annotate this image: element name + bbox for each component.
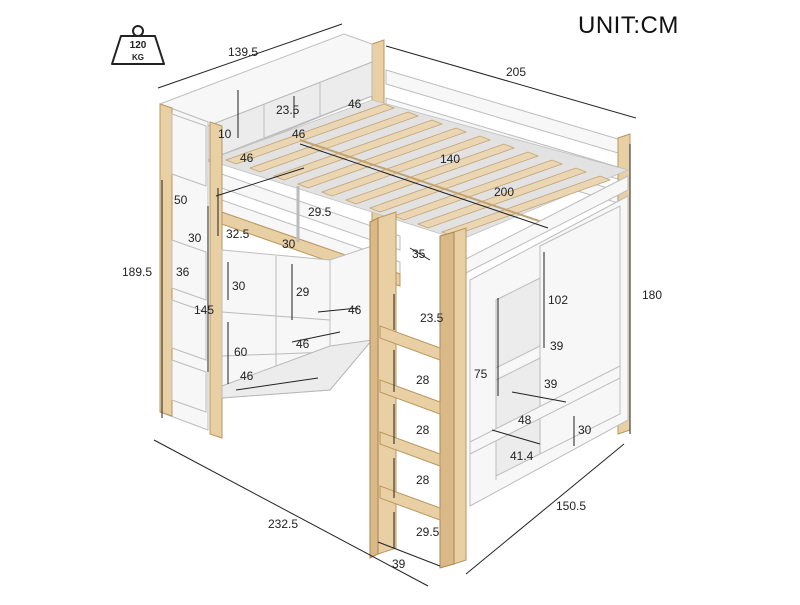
dim-right-height: 180 [642,288,662,302]
dim-desk-41-4: 41.4 [510,449,534,463]
dim-top-shelf-width: 139.5 [228,45,258,59]
dim-total-height: 189.5 [122,265,152,279]
dim-cube-29: 29 [296,285,310,299]
dim-cube-46-d: 46 [296,337,310,351]
dim-desk-48: 48 [518,413,532,427]
dim-shelf-30-b: 30 [282,237,296,251]
dim-shelf-top-right: 46 [348,97,362,111]
dim-shelf-46-b: 46 [240,151,254,165]
dim-side-50: 50 [174,193,188,207]
dim-under-height: 145 [194,303,214,317]
bed-illustration [159,33,631,569]
dim-desk-75: 75 [474,367,488,381]
dim-total-depth: 150.5 [556,499,586,513]
dim-shelf-depth-10: 10 [218,127,232,141]
dim-step-28-c: 28 [416,473,430,487]
dim-shelf-small: 23.5 [276,103,300,117]
dimension-labels: 139.5 205 23.5 46 10 46 46 140 200 50 29… [122,45,662,571]
dim-desk-102: 102 [548,293,568,307]
front-right-post [453,227,467,565]
ladder [369,211,441,559]
dim-desk-39-b: 39 [544,377,558,391]
weight-unit: KG [132,53,144,62]
dim-shelf-46-a: 46 [292,127,306,141]
dim-bed-length-inner: 200 [494,185,514,199]
dim-step-28-a: 28 [416,373,430,387]
dim-cube-46-e: 46 [240,369,254,383]
dim-cube-60: 60 [234,345,248,359]
dim-ladder-bottom-29-5: 29.5 [416,525,440,539]
dim-total-length: 232.5 [268,517,298,531]
dim-desk-39-a: 39 [550,339,564,353]
dim-side-36: 36 [176,265,190,279]
dim-step-28-b: 28 [416,423,430,437]
weight-icon: 120 KG [111,25,165,65]
dim-bed-length: 205 [506,65,526,79]
dim-ladder-top-35: 35 [412,247,426,261]
dim-ladder-step-23-5: 23.5 [420,311,444,325]
dim-rail-gap: 29.5 [308,205,332,219]
dim-bed-width-inner: 140 [440,152,460,166]
bed-slats [224,103,612,237]
unit-label: UNIT:CM [578,12,679,39]
dim-cube-30: 30 [232,279,246,293]
dim-cube-46-c: 46 [348,303,362,317]
front-left-post [209,121,223,439]
dim-ladder-width: 39 [392,557,406,571]
dim-side-30-a: 30 [188,231,202,245]
weight-value: 120 [130,40,147,51]
dimension-lines [153,23,637,587]
dim-desk-30: 30 [578,423,592,437]
dim-shelf-32-5: 32.5 [226,227,250,241]
